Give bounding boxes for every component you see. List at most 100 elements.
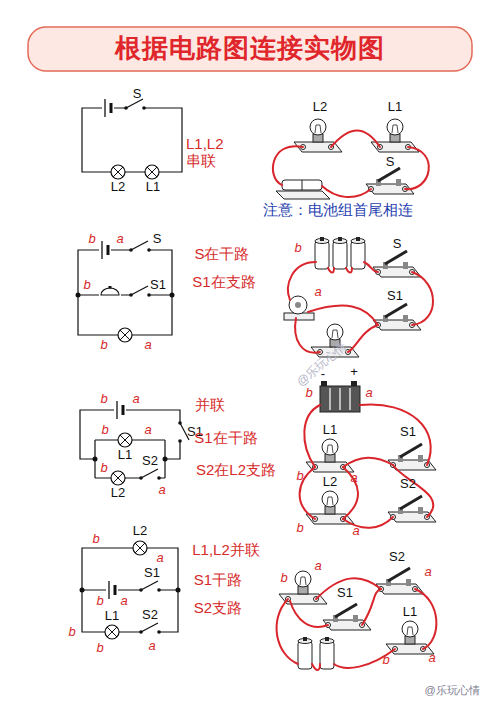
schematic-bell-part [118,328,132,342]
physical-three-branch-part [279,571,327,604]
part-name: S1 [337,586,353,601]
schematic-three-branch-part [176,588,181,593]
schematic-parallel-part [118,433,132,447]
part-name: L1 [146,180,160,195]
schematic-three-branch-part [105,625,119,639]
physical-series-part [331,131,380,148]
handwritten-note: L1,L2并联 [192,541,260,558]
part-name: S2 [142,454,158,469]
handwritten-note: S1在支路 [192,273,255,290]
physical-three-branch-part [320,637,334,669]
handwritten-note: S2支路 [194,599,242,616]
physical-series-part [405,147,429,189]
part-name: L2 [111,486,125,501]
part-name: L2 [133,524,147,539]
part-name: L1 [118,448,132,463]
physical-bell-part [315,237,329,269]
terminal-letter: a [350,471,357,486]
part-name: S [386,155,395,170]
part-name: S1 [387,289,403,304]
physical-bell [284,237,433,357]
schematic-parallel [80,400,192,485]
schematic-series-part [82,108,182,172]
part-name: S1 [400,425,416,440]
terminal-letter: b [101,423,108,438]
terminal-letter: a [314,285,321,300]
terminal-letter: a [314,559,321,574]
handwritten-note: S在干路 [194,245,249,262]
schematic-parallel-part [80,410,180,478]
schematic-parallel-part [139,466,161,480]
part-name: S [153,232,162,247]
schematic-bell-part [99,240,111,260]
physical-series-part [282,180,322,190]
part-name: S [393,237,402,252]
physical-parallel-part [360,404,431,465]
handwritten-note: L1,L2串联 [186,135,238,170]
schematic-parallel-part [111,471,125,485]
terminal-letter: b [96,594,103,609]
terminal-letter: a [144,338,151,353]
terminal-letter: a [158,483,165,498]
physical-bell-part [351,237,365,269]
terminal-letter: b [100,392,107,407]
terminal-letter: a [116,232,123,247]
schematic-series-part [145,165,159,179]
part-name: L1 [403,605,417,620]
schematic-three-branch-part [80,588,85,593]
schematic-three-branch-part [139,578,161,592]
schematic-parallel-part [114,400,126,420]
schematic-bell-part [170,293,175,298]
terminal-letter: a [352,524,359,539]
physical-bell-part [333,237,347,269]
physical-three-branch-part [334,649,395,668]
physical-parallel-part [330,388,350,410]
terminal-letter: b [280,571,287,586]
schematic-series [82,96,182,179]
terminal-letter: b [296,469,303,484]
schematic-bell [76,238,175,342]
terminal-letter: b [305,386,312,401]
physical-three-branch-part [277,599,298,664]
physical-three-branch-part [386,621,434,654]
physical-bell-part [288,262,316,300]
schematic-bell-part [78,250,172,335]
schematic-bell-part [129,283,151,297]
physical-series [273,119,429,199]
schematic-three-branch-part [133,541,147,555]
watermark: @乐玩心情 [424,684,479,697]
terminal-letter: a [132,392,139,407]
physical-three-branch-part [312,664,320,670]
physical-parallel-part [321,381,327,386]
schematic-bell-part [129,238,151,252]
part-name: L1 [105,609,119,624]
physical-parallel-part [388,496,436,522]
physical-parallel-part [320,386,360,412]
terminal-letter: b [83,278,90,293]
part-name: S2 [400,477,416,492]
part-name: S2 [142,608,158,623]
physical-bell-part [289,296,307,314]
handwritten-note: S1在干路 [194,429,257,446]
terminal-letter: a [424,565,431,580]
handwritten-note: 并联 [195,396,225,413]
physical-bell-part [364,262,378,272]
part-name: S1 [144,566,160,581]
terminal-letter: b [100,338,107,353]
physical-three-branch-part [362,589,381,625]
physical-series-part [273,146,303,185]
physical-bell-part [308,306,378,325]
physical-parallel [300,381,436,528]
physical-three-branch-part [323,604,371,630]
physical-parallel-part [343,517,393,528]
physical-three-branch [277,568,437,670]
terminal-letter: b [68,625,75,640]
terminal-letter: b [382,653,389,668]
physical-bell-part [295,318,320,353]
physical-three-branch-part [415,589,436,649]
terminal-letter: b [294,241,301,256]
terminal-letter: a [428,651,435,666]
